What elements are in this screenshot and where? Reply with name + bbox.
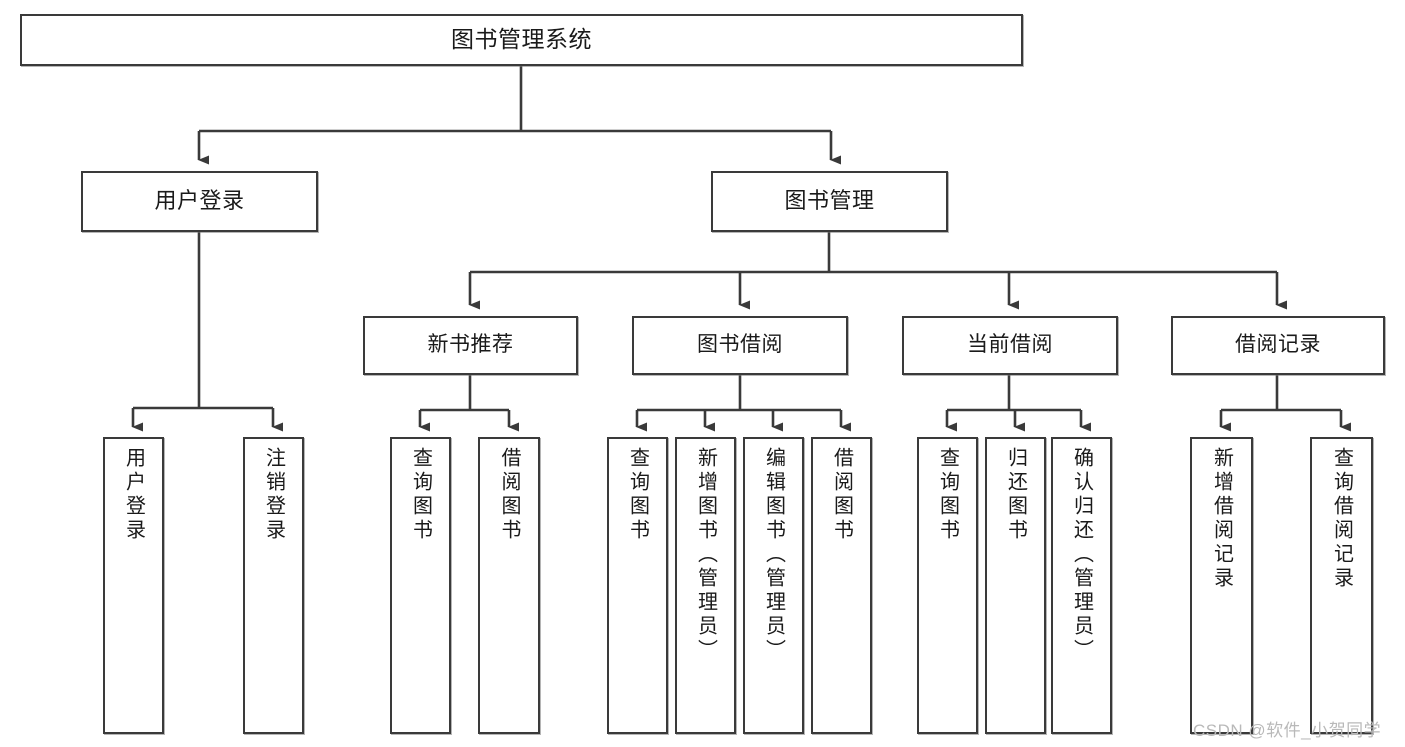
node-label: 查询借阅记录 bbox=[1330, 447, 1353, 591]
node-label: 查询图书 bbox=[936, 447, 959, 543]
node-leaf-query-book-borrow[interactable]: 查询图书 bbox=[607, 437, 668, 734]
node-leaf-user-login[interactable]: 用户登录 bbox=[103, 437, 164, 734]
node-label: 新增借阅记录 bbox=[1210, 447, 1233, 591]
node-user-login[interactable]: 用户登录 bbox=[81, 171, 318, 232]
node-label: 用户登录 bbox=[154, 188, 245, 214]
node-leaf-return-book[interactable]: 归还图书 bbox=[985, 437, 1046, 734]
csdn-watermark: CSDN @软件_小贺同学 bbox=[1193, 721, 1382, 740]
node-leaf-confirm-return[interactable]: 确认归还（管理员） bbox=[1051, 437, 1112, 734]
node-book-borrow[interactable]: 图书借阅 bbox=[632, 316, 848, 375]
node-label: 借阅图书 bbox=[498, 447, 520, 543]
node-current-borrow[interactable]: 当前借阅 bbox=[902, 316, 1118, 375]
node-leaf-borrow-book[interactable]: 借阅图书 bbox=[811, 437, 872, 734]
node-label: 注销登录 bbox=[262, 447, 285, 543]
node-label: 当前借阅 bbox=[967, 333, 1053, 357]
node-label: 查询图书 bbox=[409, 447, 432, 543]
node-label: 确认归还（管理员） bbox=[1070, 447, 1093, 663]
node-label: 借阅图书 bbox=[830, 447, 853, 543]
node-label: 编辑图书（管理员） bbox=[762, 447, 785, 663]
node-leaf-query-book-recommend[interactable]: 查询图书 bbox=[390, 437, 451, 734]
node-leaf-edit-book[interactable]: 编辑图书（管理员） bbox=[743, 437, 804, 734]
node-leaf-add-borrow-record[interactable]: 新增借阅记录 bbox=[1190, 437, 1253, 734]
node-borrow-record[interactable]: 借阅记录 bbox=[1171, 316, 1385, 375]
node-book-manage[interactable]: 图书管理 bbox=[711, 171, 948, 232]
node-label: 图书借阅 bbox=[697, 333, 783, 357]
node-label: 借阅记录 bbox=[1235, 333, 1321, 357]
node-leaf-query-book-current[interactable]: 查询图书 bbox=[917, 437, 978, 734]
node-leaf-borrow-book-recommend[interactable]: 借阅图书 bbox=[478, 437, 540, 734]
node-leaf-add-book[interactable]: 新增图书（管理员） bbox=[675, 437, 736, 734]
node-leaf-query-borrow-record[interactable]: 查询借阅记录 bbox=[1310, 437, 1373, 734]
node-new-book-recommend[interactable]: 新书推荐 bbox=[363, 316, 578, 375]
node-leaf-user-logout[interactable]: 注销登录 bbox=[243, 437, 304, 734]
node-label: 图书管理系统 bbox=[451, 26, 592, 53]
node-label: 用户登录 bbox=[122, 447, 145, 543]
node-label: 新书推荐 bbox=[427, 333, 514, 357]
node-label: 新增图书（管理员） bbox=[694, 447, 717, 663]
node-label: 图书管理 bbox=[784, 188, 875, 214]
node-label: 归还图书 bbox=[1004, 447, 1027, 543]
node-label: 查询图书 bbox=[626, 447, 649, 543]
node-root-system[interactable]: 图书管理系统 bbox=[20, 14, 1023, 66]
